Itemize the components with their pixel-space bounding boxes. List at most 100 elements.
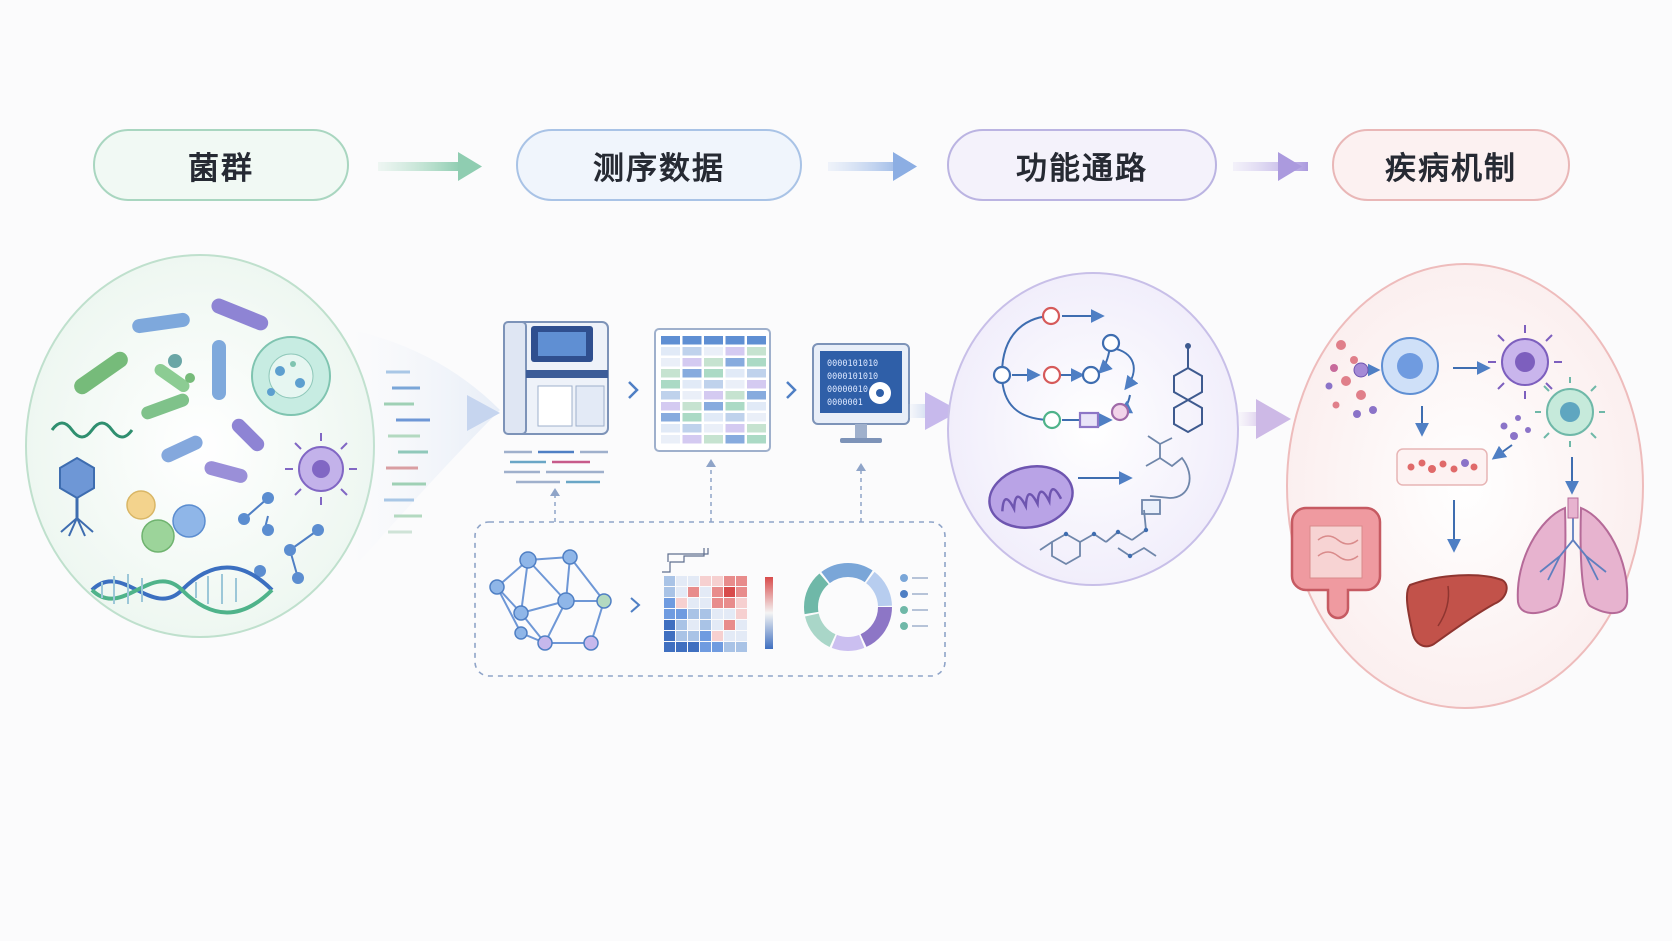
heatmap-cell xyxy=(664,587,675,597)
heatmap-cell xyxy=(688,598,699,608)
liver-icon xyxy=(1405,574,1508,648)
table-cell xyxy=(682,336,702,345)
flow-arrow-2 xyxy=(828,152,917,181)
table-cell xyxy=(747,369,766,378)
table-cell xyxy=(704,358,723,367)
table-cell xyxy=(661,347,680,356)
table-cell xyxy=(704,369,723,378)
table-cell xyxy=(747,424,766,433)
table-cell xyxy=(725,369,745,378)
table-cell xyxy=(661,336,680,345)
table-cell xyxy=(682,369,702,378)
heatmap-cell xyxy=(724,631,735,641)
table-cell xyxy=(661,380,680,389)
table-cell xyxy=(725,391,745,400)
screen-binary-row-4: 0000001 xyxy=(827,398,863,408)
heatmap-cell xyxy=(736,598,747,608)
heatmap-cell xyxy=(712,620,723,630)
table-cell xyxy=(747,402,766,411)
data-table-icon xyxy=(654,328,771,452)
pathways-panel xyxy=(947,272,1239,586)
table-cell xyxy=(661,369,680,378)
table-cell xyxy=(661,413,680,422)
sequence-reads-stream xyxy=(352,330,500,570)
table-cell xyxy=(747,358,766,367)
heatmap-cell xyxy=(688,576,699,586)
mitochondrion-icon xyxy=(988,465,1074,529)
intestine-icon xyxy=(1290,506,1382,620)
heatmap-cell xyxy=(688,609,699,619)
table-cell xyxy=(682,347,702,356)
stage-pill-microbiota: 菌群 xyxy=(93,129,349,201)
sequencing-panel: 0000101010 0000101010 00000010 0000001 xyxy=(474,321,946,677)
table-cell xyxy=(682,358,702,367)
table-cell xyxy=(682,413,702,422)
heatmap-cell xyxy=(664,598,675,608)
table-cell xyxy=(725,336,745,345)
heatmap-cell xyxy=(724,576,735,586)
table-cell xyxy=(682,424,702,433)
table-cell xyxy=(747,435,766,444)
heatmap-cell xyxy=(700,587,711,597)
heatmap-cell xyxy=(688,642,699,652)
heatmap-cell xyxy=(676,642,687,652)
heatmap-cell xyxy=(664,609,675,619)
heatmap-cell xyxy=(676,576,687,586)
table-cell xyxy=(704,413,723,422)
heatmap-cell xyxy=(700,620,711,630)
reads-under-machine xyxy=(504,450,608,484)
heatmap-cell xyxy=(736,587,747,597)
heatmap-cell xyxy=(736,620,747,630)
heatmap-cell xyxy=(700,631,711,641)
screen-binary-row-3: 00000010 xyxy=(827,385,868,395)
heatmap-cell xyxy=(712,576,723,586)
stage-pill-functional-pathways: 功能通路 xyxy=(947,129,1217,201)
donut-chart-icon xyxy=(804,563,892,651)
metabolite-structure-icon xyxy=(1039,435,1191,566)
analysis-outputs-box xyxy=(474,521,946,677)
stage-pill-sequencing-data: 测序数据 xyxy=(516,129,802,201)
heatmap-cell xyxy=(664,620,675,630)
table-cell xyxy=(747,380,766,389)
arrow-to-disease xyxy=(1238,399,1291,439)
heatmap-cell xyxy=(700,576,711,586)
table-cell xyxy=(704,435,723,444)
cell-icon xyxy=(251,336,331,416)
heatmap-cell xyxy=(676,631,687,641)
table-cell xyxy=(725,380,745,389)
heatmap-cell xyxy=(700,598,711,608)
flow-arrow-3 xyxy=(1233,152,1308,181)
computer-analysis-icon: 0000101010 0000101010 00000010 0000001 xyxy=(812,343,910,443)
heatmap-cell xyxy=(736,609,747,619)
heatmap-icon xyxy=(662,548,773,652)
stage-pill-disease-mechanism: 疾病机制 xyxy=(1332,129,1570,201)
heatmap-cell xyxy=(724,609,735,619)
donut-legend xyxy=(900,574,928,630)
table-cell xyxy=(747,413,766,422)
table-cell xyxy=(725,347,745,356)
table-cell xyxy=(725,424,745,433)
table-cell xyxy=(725,413,745,422)
table-cell xyxy=(661,424,680,433)
table-cell xyxy=(725,435,745,444)
virus-icon xyxy=(285,433,357,505)
table-cell xyxy=(682,380,702,389)
table-cell xyxy=(661,358,680,367)
lungs-icon xyxy=(1516,497,1629,614)
heatmap-cell xyxy=(712,642,723,652)
sequencer-machine-icon xyxy=(503,321,609,435)
heatmap-cell xyxy=(712,631,723,641)
heatmap-cell xyxy=(736,642,747,652)
table-cell xyxy=(704,402,723,411)
microbiota-panel xyxy=(25,254,375,638)
heatmap-cell xyxy=(676,620,687,630)
rod-bacteria-icon xyxy=(74,298,269,483)
heatmap-cell xyxy=(664,642,675,652)
screen-binary-row-2: 0000101010 xyxy=(827,372,878,382)
table-cell xyxy=(725,402,745,411)
molecule-icon xyxy=(1173,343,1203,434)
heatmap-cell xyxy=(676,609,687,619)
bacteriophage-icon xyxy=(59,456,95,537)
network-graph-icon xyxy=(489,549,612,651)
